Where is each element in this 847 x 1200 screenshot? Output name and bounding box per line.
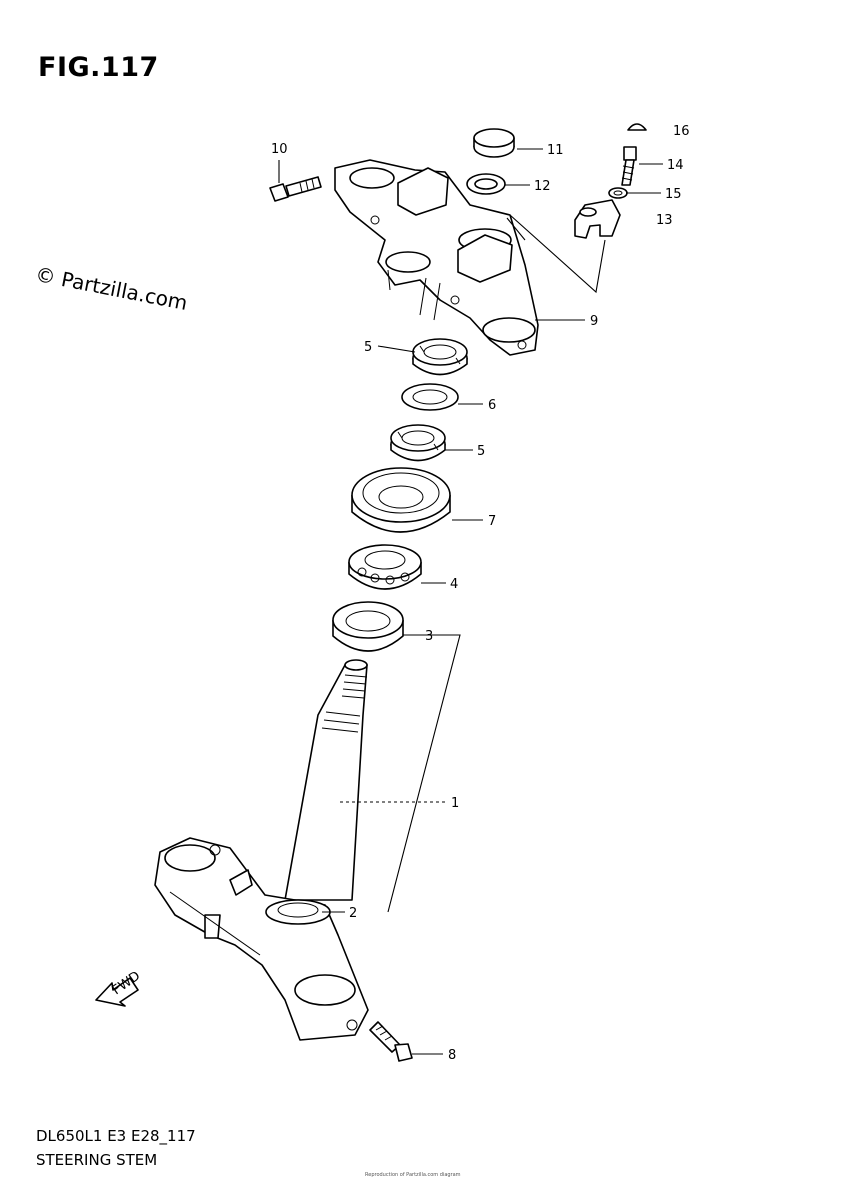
callout-9: 9 [590,314,598,329]
washer-part-15 [608,187,628,199]
upper-bracket-part-9 [334,159,539,356]
steering-stem-part-1 [284,659,368,901]
bearing-part-4 [348,544,422,590]
callout-labels: 1 2 3 4 5 5 6 7 8 9 10 11 12 13 14 15 16 [271,124,690,1063]
clamp-part-13 [574,199,621,239]
cap-part-11 [473,128,515,158]
callout-3: 3 [425,629,433,644]
washer-part-6 [401,383,459,411]
section-name: STEERING STEM [36,1151,158,1169]
dust-seal-part-7 [351,467,451,533]
callout-12: 12 [534,179,551,194]
callout-5-upper: 5 [364,340,372,355]
callout-6: 6 [488,398,496,413]
callout-11: 11 [547,143,564,158]
fwd-arrow-icon: FWD [95,969,143,1007]
lock-nut-part-5-upper [412,338,468,376]
bolt-part-8 [369,1021,413,1062]
callout-16: 16 [673,124,690,139]
lock-nut-part-5-lower [390,424,446,462]
fine-print: Reproduction of Partzilla.com diagram [365,1172,461,1178]
bolt-part-10 [269,176,322,202]
callout-4: 4 [450,577,458,592]
callout-1: 1 [451,796,459,811]
callout-14: 14 [667,158,684,173]
callout-10: 10 [271,142,288,157]
cap-part-16 [627,123,647,131]
lower-bracket [154,837,369,1041]
callout-8: 8 [448,1048,456,1063]
bolt-part-14 [621,146,637,186]
figure-title: FIG.117 [38,52,159,83]
leader-lines [278,148,663,1055]
callout-2: 2 [349,906,357,921]
callout-5-lower: 5 [477,444,485,459]
model-code: DL650L1 E3 E28_117 [36,1127,196,1145]
bearing-race-part-3 [332,601,404,652]
washer-part-12 [466,173,506,195]
callout-15: 15 [665,187,682,202]
callout-7: 7 [488,514,496,529]
callout-13: 13 [656,213,673,228]
